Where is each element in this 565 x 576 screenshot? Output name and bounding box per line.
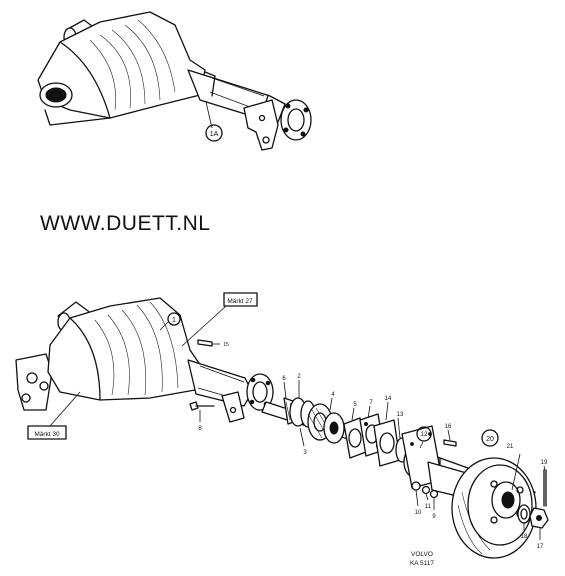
callout-3: 3 [303, 450, 307, 456]
callout-5: 5 [353, 402, 357, 408]
footer-code: KA 5117 [410, 560, 434, 567]
label-markt-27: Märkt 27 [227, 298, 253, 305]
callout-7: 7 [369, 400, 373, 406]
callout-4: 4 [331, 392, 335, 398]
callout-19: 19 [541, 460, 548, 466]
leader-lines [283, 380, 546, 540]
callout-10: 10 [415, 510, 422, 516]
callout-1: 1 [172, 317, 176, 324]
callout-6: 6 [282, 376, 286, 382]
callout-20: 20 [486, 436, 494, 443]
callout-17: 17 [537, 544, 544, 550]
callout-12: 12 [421, 432, 428, 438]
axle-housing-bottom [15, 292, 274, 440]
callout-21: 21 [507, 444, 514, 450]
callout-11: 11 [425, 504, 432, 510]
callout-1a: 1A [210, 131, 219, 138]
callout-15: 15 [223, 342, 229, 348]
footer-brand: VOLVO [411, 551, 433, 558]
watermark-text: WWW.DUETT.NL [40, 212, 211, 235]
callout-16: 16 [445, 424, 452, 430]
callout-9: 9 [432, 514, 436, 520]
callout-8: 8 [198, 426, 202, 432]
callout-2: 2 [297, 374, 301, 380]
bearing-stack [289, 397, 475, 501]
callout-13: 13 [397, 412, 404, 418]
callout-18: 18 [521, 534, 528, 540]
axle-housing-top [37, 11, 312, 151]
callout-14: 14 [385, 396, 392, 402]
brake-drum [451, 457, 537, 559]
label-markt-30: Märkt 30 [34, 431, 60, 438]
